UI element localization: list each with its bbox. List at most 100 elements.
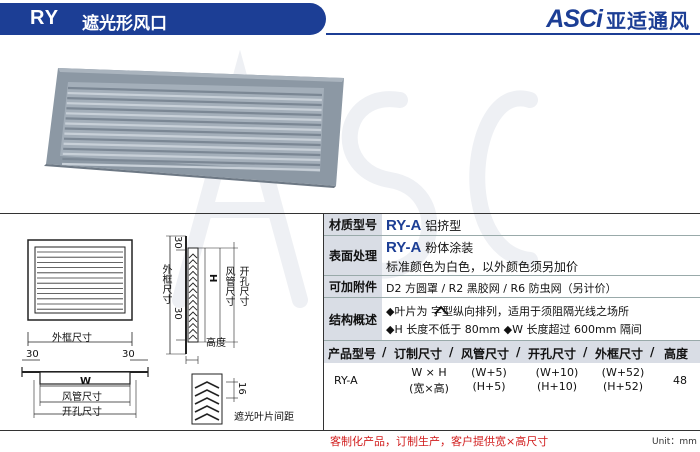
- material-model: RY-A: [386, 217, 422, 234]
- size-table-header: 产品型号 / 订制尺寸 / 风管尺寸 / 开孔尺寸 / 外框尺寸 / 高度: [324, 341, 700, 363]
- photo-slat: [63, 142, 321, 152]
- page-header: RY 遮光形风口 ASCi 亚适通风: [0, 0, 700, 40]
- photo-slat: [62, 157, 321, 167]
- brand-name: 亚适通风: [606, 8, 690, 33]
- front-view-slats: [37, 251, 123, 310]
- h-label: H: [207, 274, 218, 283]
- finish-text: 粉体涂装: [425, 241, 474, 255]
- td-opening-1: (W+10): [535, 366, 579, 379]
- th-custom: 订制尺寸: [394, 347, 443, 361]
- side-outer-frame-label: 外框尺寸: [160, 264, 171, 304]
- detail-chevron: [194, 381, 220, 389]
- side-chevron: [188, 264, 198, 270]
- side-opening-label: 开孔尺寸: [237, 266, 248, 306]
- w-label: W: [80, 376, 92, 387]
- td-frame-2: (H+52): [602, 380, 644, 393]
- photo-slat: [63, 147, 321, 157]
- td-opening-2: (H+10): [536, 380, 578, 393]
- th-sep-5: /: [650, 345, 655, 359]
- structure-line2: ◆H 长度不低于 80mm ◆W 长度超过 600mm 隔间: [386, 323, 642, 336]
- accessory-value: D2 方圆罩 / R2 黑胶网 / R6 防虫网（另计价）: [386, 282, 617, 295]
- dim-30-left: 30: [26, 349, 39, 360]
- side-duct-label: 风管尺寸: [223, 266, 234, 306]
- height-label: 高度: [206, 338, 226, 349]
- side-chevron: [188, 270, 198, 276]
- structure-line1: ◆叶片为 字型纵向排列，适用于须阻隔光线之场所: [386, 305, 629, 318]
- th-sep-2: /: [449, 345, 454, 359]
- dim-30-right: 30: [122, 349, 135, 360]
- chevron-up-icon: [434, 305, 448, 315]
- td-frame-1: (W+52): [601, 366, 645, 379]
- detail-chevron: [194, 389, 220, 397]
- page-title: 遮光形风口: [82, 14, 167, 34]
- td-duct-2: (H+5): [472, 380, 506, 393]
- side-chevron: [188, 293, 198, 299]
- duct-size-label: 风管尺寸: [62, 392, 102, 403]
- photo-slat: [66, 107, 322, 117]
- side-chevron: [188, 334, 198, 340]
- photo-slat: [63, 137, 321, 147]
- header-rule: [326, 33, 700, 35]
- side-30-bottom: 30: [172, 307, 183, 320]
- photo-slat: [65, 112, 322, 122]
- td-custom-2: (宽×高): [409, 382, 449, 395]
- custom-order-note: 客制化产品，订制生产，客户提供宽×高尺寸: [330, 435, 549, 448]
- side-chevron: [188, 259, 198, 265]
- photo-slat: [64, 132, 321, 142]
- title-band: [0, 3, 326, 35]
- front-outer-frame-label: 外框尺寸: [52, 333, 92, 344]
- blade-spacing-value: 16: [236, 382, 247, 395]
- detail-chevron: [194, 397, 220, 405]
- th-sep-3: /: [516, 345, 521, 359]
- th-sep-4: /: [583, 345, 588, 359]
- photo-slat: [65, 122, 322, 132]
- finish-note: 标准颜色为白色，以外颜色须另加价: [386, 260, 579, 274]
- product-photo: [44, 68, 344, 188]
- accessory-row: 可加附件 D2 方圆罩 / R2 黑胶网 / R6 防虫网（另计价）: [324, 276, 700, 298]
- structure-label: 结构概述: [324, 298, 382, 340]
- th-height: 高度: [664, 347, 689, 361]
- th-opening: 开孔尺寸: [528, 347, 577, 361]
- td-model: RY-A: [334, 374, 358, 387]
- brand-logo: ASCi: [546, 4, 603, 33]
- dimension-diagram: 外框尺寸 30 30 W 风管尺寸 开孔尺寸 外框尺寸 30 30 H 风管尺寸…: [0, 213, 324, 431]
- th-frame: 外框尺寸: [595, 347, 644, 361]
- unit-label: Unit：mm: [652, 437, 697, 447]
- photo-slat: [67, 86, 323, 97]
- td-duct-1: (W+5): [471, 366, 507, 379]
- accessory-label: 可加附件: [324, 276, 382, 297]
- photo-slat: [66, 102, 322, 112]
- structure-row: 结构概述 ◆叶片为 字型纵向排列，适用于须阻隔光线之场所 ◆H 长度不低于 80…: [324, 298, 700, 341]
- louver-slats: [61, 86, 323, 172]
- finish-label: 表面处理: [324, 236, 382, 275]
- opening-size-label: 开孔尺寸: [62, 407, 102, 418]
- photo-slat: [64, 127, 321, 137]
- blade-detail-chevrons: [194, 381, 220, 421]
- side-chevron: [188, 311, 198, 317]
- side-chevron: [188, 299, 198, 305]
- side-view-chevrons: [188, 253, 198, 340]
- diagram-drawing: [21, 235, 238, 425]
- td-custom-1: W × H: [411, 366, 447, 379]
- finish-model: RY-A: [386, 239, 422, 256]
- photo-slat: [61, 162, 321, 172]
- photo-slat: [62, 152, 321, 162]
- material-label: 材质型号: [324, 214, 382, 235]
- photo-slat: [67, 91, 322, 102]
- side-30-top: 30: [172, 236, 183, 249]
- detail-chevron: [194, 413, 220, 421]
- th-model: 产品型号: [328, 347, 377, 361]
- side-chevron: [188, 253, 198, 259]
- side-chevron: [188, 288, 198, 294]
- model-code: RY: [30, 7, 60, 29]
- side-chevron: [188, 317, 198, 323]
- photo-slat: [65, 117, 322, 127]
- brand: ASCi 亚适通风: [546, 5, 690, 33]
- blade-spacing-label: 遮光叶片间距: [234, 412, 294, 423]
- side-chevron: [188, 328, 198, 334]
